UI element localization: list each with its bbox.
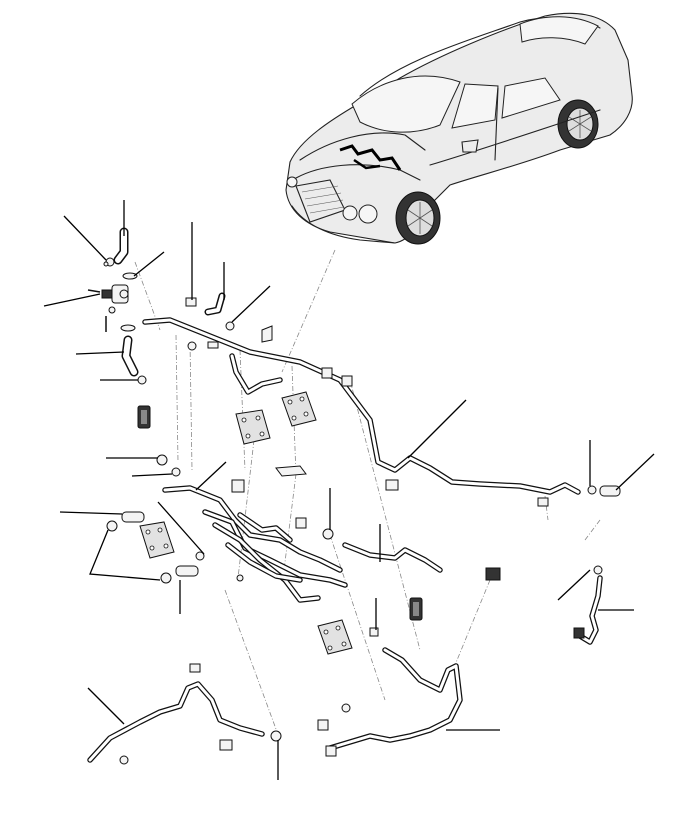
clip-hose-right [593,565,603,575]
small-clip-bundle [236,574,244,582]
mounting-plate-d [317,619,353,655]
clip-pipe-d [537,497,549,507]
parts [87,257,621,765]
assembly-guide-lines [134,261,601,741]
seal-coupling-lower [160,572,172,584]
clip-lower-left-b [219,739,233,751]
car-windscreen [351,75,461,133]
right-side-hose [577,575,603,645]
car-front-bumper [291,205,396,244]
clip-pipe-c [385,479,399,491]
callout-leaders [43,200,655,780]
bolt-top-left-head [103,261,109,267]
valve-connector [101,289,113,299]
car-body [285,12,633,244]
car-mirror [461,139,479,153]
central-pipe-bundle [162,485,348,603]
car-hood-crease [299,132,426,161]
car-rear-window [519,16,599,45]
leader-13 [59,511,123,515]
grommet-mid-slot [413,602,419,616]
leader-7 [43,293,101,307]
car-headlight-inner [342,205,358,221]
car-pipe-location-branch [353,158,381,170]
car-grille-mesh [301,185,345,214]
small-clip-left [137,375,147,385]
upper-main-pipe [142,317,581,495]
clip-dark-right [485,567,501,581]
lower-left-pipe [87,681,265,763]
clip-lower-right-b [317,719,329,731]
washer [108,306,116,314]
mounting-plate-c [139,521,175,559]
bracket-mid [275,465,307,477]
clip-pipe-e [231,479,245,493]
car-door-line [494,87,499,161]
car-hood-edge [295,164,421,181]
clip-mid [207,341,219,349]
leader-6 [231,285,271,323]
leader-25 [87,687,125,725]
clip-lower-right [341,703,351,713]
leader-11 [131,473,173,477]
bracket-upper [261,325,273,343]
leader-19 [407,399,467,459]
car-side-crease [429,109,601,166]
leader-3 [133,251,165,277]
clip-lower-right-c [325,745,337,757]
clip-ring-upper [225,321,235,331]
clip-lower-left [189,663,201,673]
clip-pipe-f [295,517,307,529]
leader-22 [557,569,591,601]
car-illustration [285,12,633,245]
car-headlight-left [286,176,298,188]
car-headlight-outer [358,204,378,224]
coupling-right [599,485,621,497]
car-to-assembly-pointer [281,249,336,373]
union-fitting-left-b [171,467,181,477]
car-pipe-location [339,144,402,171]
seal-ring-upper [122,272,138,280]
hose-end-fitting [573,627,585,639]
coupling-left-upper [121,511,145,523]
leader-8 [75,351,125,355]
right-mid-pipe [342,542,443,573]
mounting-plate-b [281,391,317,427]
clip-ring-mid [322,528,334,540]
clip-pipe-b [341,375,353,387]
seal-coupling-upper [106,520,118,532]
coupling-left-lower [175,565,199,577]
bolt-lower-left [119,755,129,765]
leader-12 [195,461,227,491]
leader-15 [89,529,161,581]
clip-pipe-a [321,367,333,379]
leader-1 [63,215,107,261]
car-side-window-rear [501,77,561,119]
grommet-left-slot [141,410,147,424]
upper-left-hoses [113,227,226,377]
mounting-plate-a [235,409,271,445]
fitting-bundle [195,551,205,561]
clip-lower-mid [369,627,379,637]
valve-port [119,289,129,299]
union-fitting-left [156,454,168,466]
car-front-wheel [395,191,441,245]
car-side-window-front [451,83,499,129]
leader-21 [615,453,655,491]
leader-14 [157,501,205,555]
valve-screw [87,289,101,293]
seal-coupling-right [587,485,597,495]
lower-right-pipe [327,647,463,751]
clip-left-mid [187,341,197,351]
seal-ring-lower [120,324,136,332]
car-rear-wheel [557,99,599,149]
union-lower [270,730,282,742]
clip-upper-center [185,297,197,307]
